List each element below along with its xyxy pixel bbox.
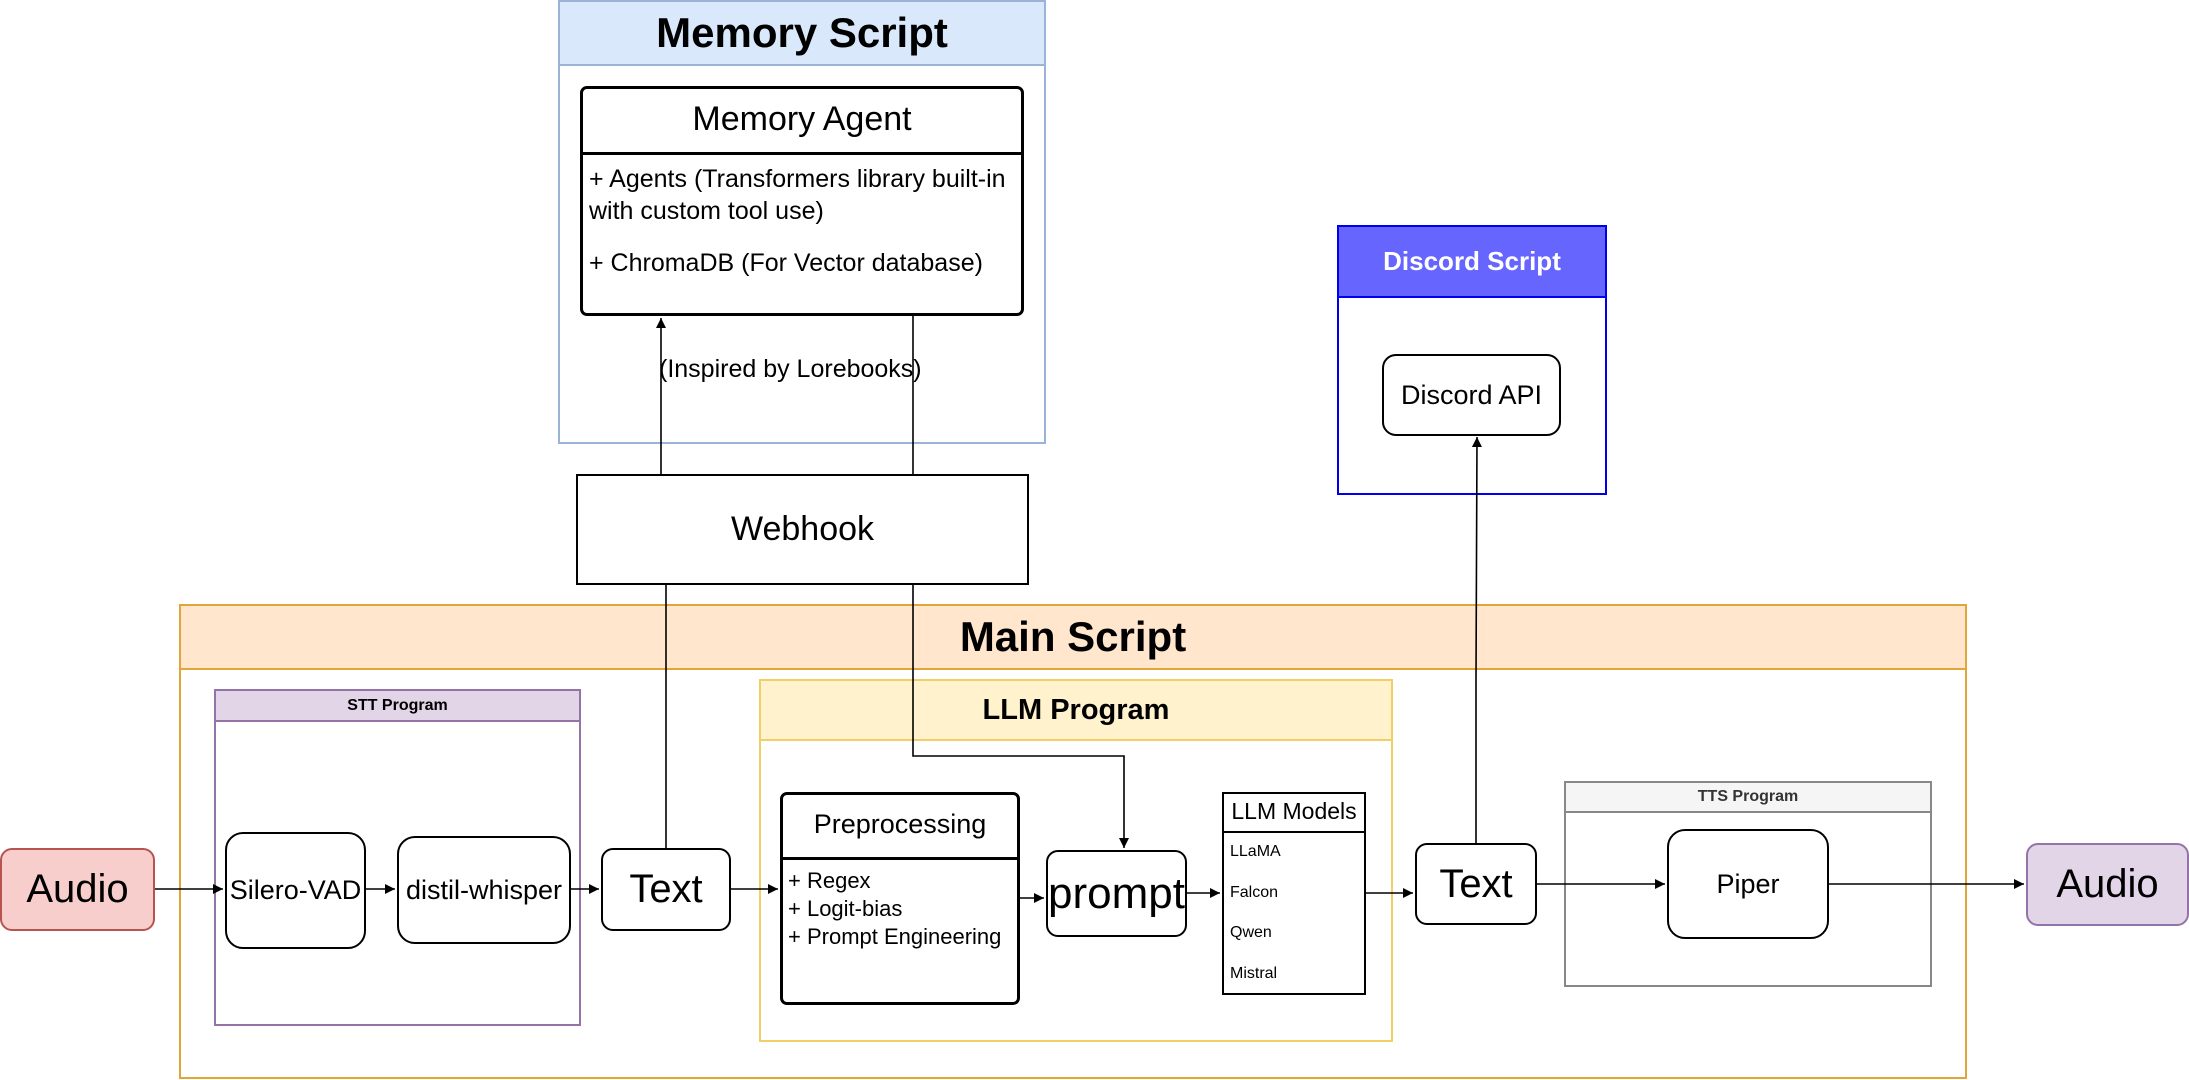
memory-agent-item-chromadb: + ChromaDB (For Vector database) <box>589 249 983 277</box>
preprocessing-item-prompt-engineering: + Prompt Engineering <box>788 924 1002 949</box>
llm-model-llama: LLaMA <box>1230 843 1281 860</box>
discord-api-node: Discord API <box>1382 354 1561 436</box>
llm-model-mistral: Mistral <box>1230 965 1278 982</box>
memory-agent-box <box>580 86 1024 316</box>
audio-out-node: Audio <box>2026 843 2189 926</box>
main-script-title: Main Script <box>179 604 1967 670</box>
llm-models-box <box>1222 792 1366 995</box>
preprocessing-item-regex: + Regex <box>788 868 871 893</box>
audio-in-node: Audio <box>0 848 155 931</box>
discord-script-title: Discord Script <box>1337 225 1607 298</box>
preprocessing-box <box>780 792 1020 1005</box>
tts-program-title: TTS Program <box>1564 781 1932 813</box>
distil-whisper-node: distil-whisper <box>397 836 571 944</box>
memory-agent-item-agents: + Agents (Transformers library built-in … <box>589 165 1006 225</box>
prompt-node: prompt <box>1046 850 1187 937</box>
llm-model-qwen: Qwen <box>1230 924 1272 941</box>
silero-vad-node: Silero-VAD <box>225 832 366 949</box>
edge-text-to-discord <box>1471 436 1482 843</box>
text-in-node: Text <box>601 848 731 931</box>
memory-agent-title: Memory Agent <box>580 86 1024 155</box>
inspired-note: (Inspired by Lorebooks) <box>659 354 922 384</box>
stt-program-title: STT Program <box>214 689 581 722</box>
preprocessing-item-logit-bias: + Logit-bias <box>788 896 903 921</box>
llm-model-falcon: Falcon <box>1230 884 1279 901</box>
piper-node: Piper <box>1667 829 1829 939</box>
webhook-node: Webhook <box>576 474 1029 585</box>
llm-models-title: LLM Models <box>1222 792 1366 833</box>
text-out-node: Text <box>1415 843 1537 925</box>
edge-webhook-to-prompt <box>912 585 1129 848</box>
memory-script-title: Memory Script <box>558 0 1046 66</box>
preprocessing-title: Preprocessing <box>780 792 1020 860</box>
llm-program-title: LLM Program <box>759 679 1393 741</box>
